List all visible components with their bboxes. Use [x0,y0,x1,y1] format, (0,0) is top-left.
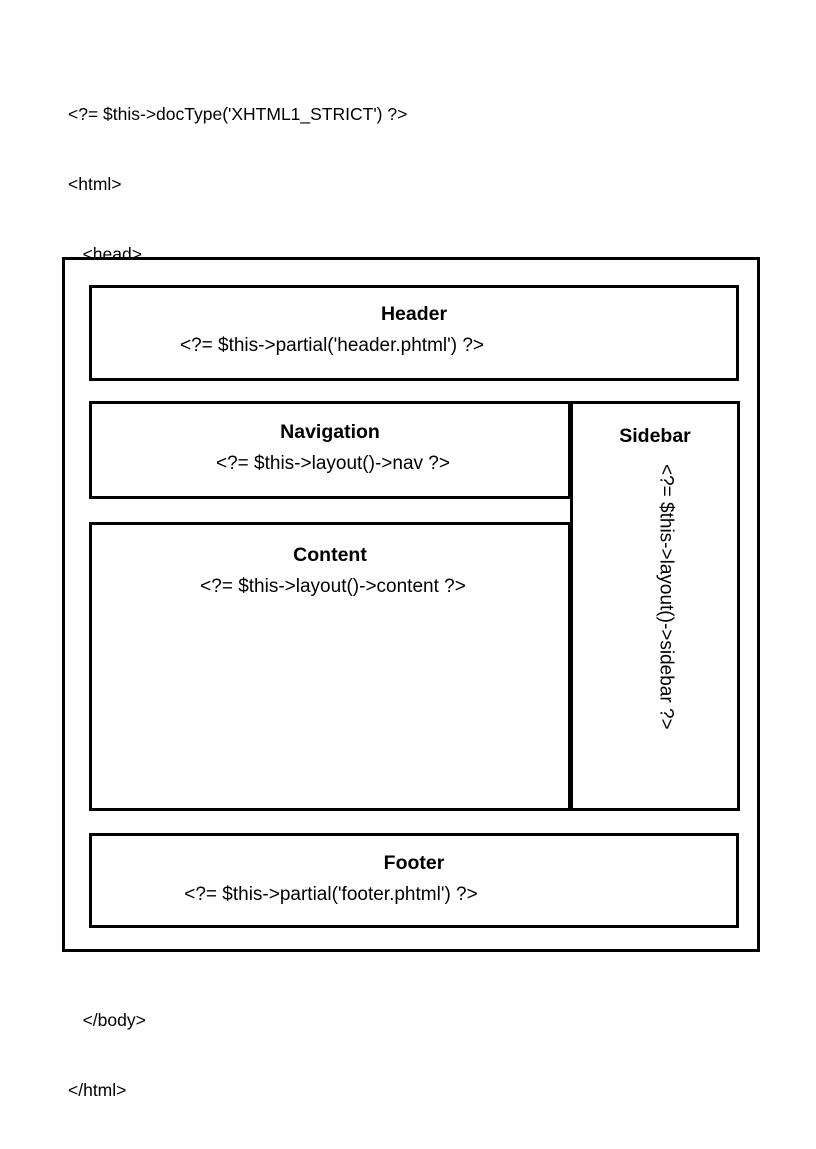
region-sidebar-title: Sidebar [619,425,691,447]
body-container-box: Header <?= $this->partial('header.phtml'… [62,257,760,952]
code-line-html-close: </html> [68,1080,127,1101]
region-navigation-code: <?= $this->layout()->nav ?> [216,453,450,474]
region-header: Header <?= $this->partial('header.phtml'… [89,285,739,381]
region-footer-code: <?= $this->partial('footer.phtml') ?> [184,884,478,905]
region-header-title: Header [380,303,448,325]
diagram-canvas: <?= $this->docType('XHTML1_STRICT') ?> <… [62,104,760,1100]
region-footer-title: Footer [383,852,445,874]
region-sidebar-code-area: <?= $this->layout()->sidebar ?> [573,462,737,808]
region-content-title: Content [293,544,367,566]
code-line-doctype: <?= $this->docType('XHTML1_STRICT') ?> [68,104,408,125]
region-navigation: Navigation <?= $this->layout()->nav ?> [89,401,571,499]
region-content: Content <?= $this->layout()->content ?> [89,522,571,811]
code-line-html-open: <html> [68,174,122,195]
region-footer: Footer <?= $this->partial('footer.phtml'… [89,833,739,928]
region-sidebar: Sidebar <?= $this->layout()->sidebar ?> [570,401,740,811]
region-header-code: <?= $this->partial('header.phtml') ?> [179,335,485,356]
region-navigation-title: Navigation [280,421,380,443]
code-line-body-close: </body> [68,1010,146,1031]
region-sidebar-code: <?= $this->layout()->sidebar ?> [655,464,677,730]
region-content-code: <?= $this->layout()->content ?> [200,576,466,597]
